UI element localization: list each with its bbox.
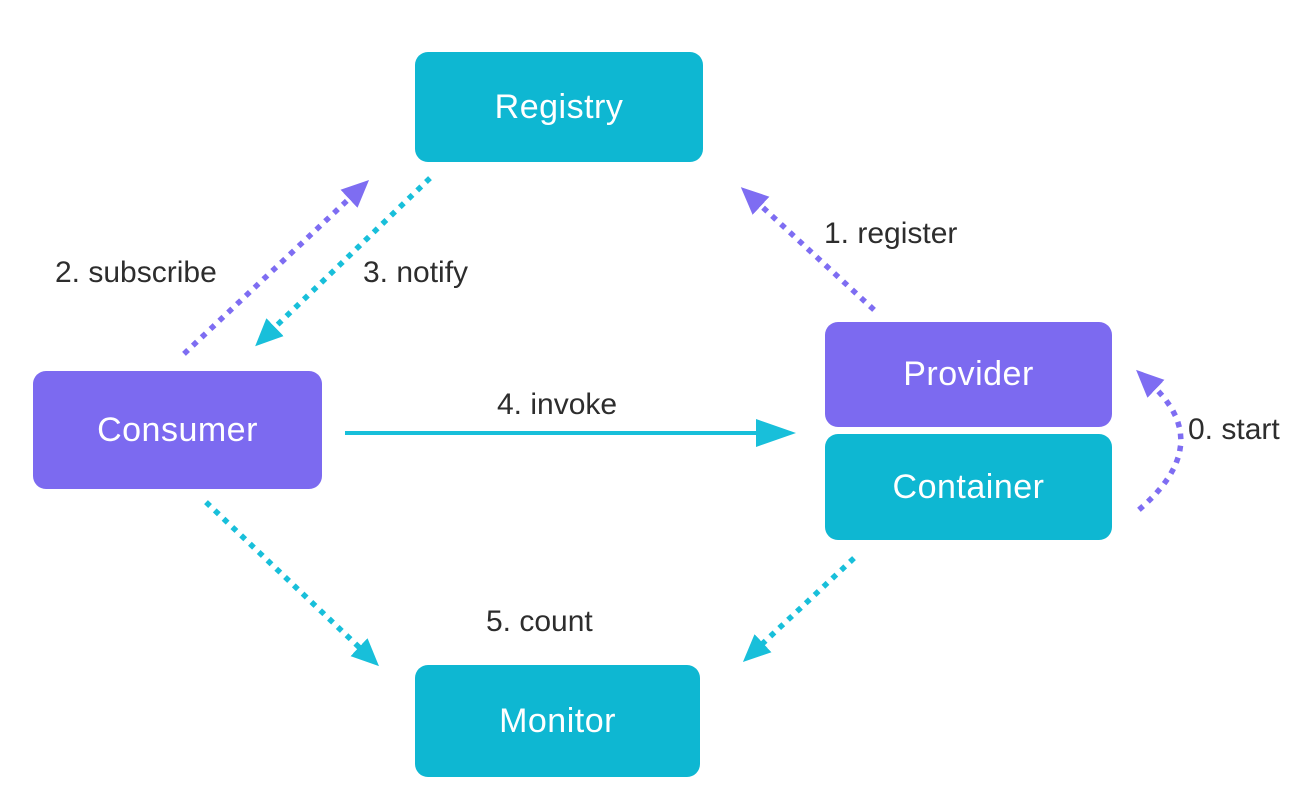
registry-node-label: Registry [494, 87, 624, 126]
start-edge-label: 0. start [1188, 413, 1280, 446]
consumer-node-label: Consumer [97, 410, 258, 449]
count-arrow-from-consumer [204, 500, 379, 667]
container-node: Container [825, 434, 1112, 540]
consumer-node: Consumer [33, 371, 322, 489]
registry-node: Registry [415, 52, 703, 162]
count-arrow-from-container [742, 556, 856, 662]
container-node-label: Container [892, 467, 1045, 506]
start-arrow [1136, 369, 1184, 512]
provider-node: Provider [825, 322, 1112, 427]
count-edge-label: 5. count [486, 605, 593, 638]
register-edge-label: 1. register [824, 217, 958, 250]
invoke-edge-label: 4. invoke [497, 388, 618, 421]
notify-arrow [255, 176, 432, 347]
monitor-node-label: Monitor [499, 701, 616, 740]
notify-edge-label: 3. notify [363, 256, 469, 289]
provider-node-label: Provider [903, 355, 1034, 393]
subscribe-edge-label: 2. subscribe [55, 256, 217, 289]
monitor-node: Monitor [415, 665, 700, 777]
